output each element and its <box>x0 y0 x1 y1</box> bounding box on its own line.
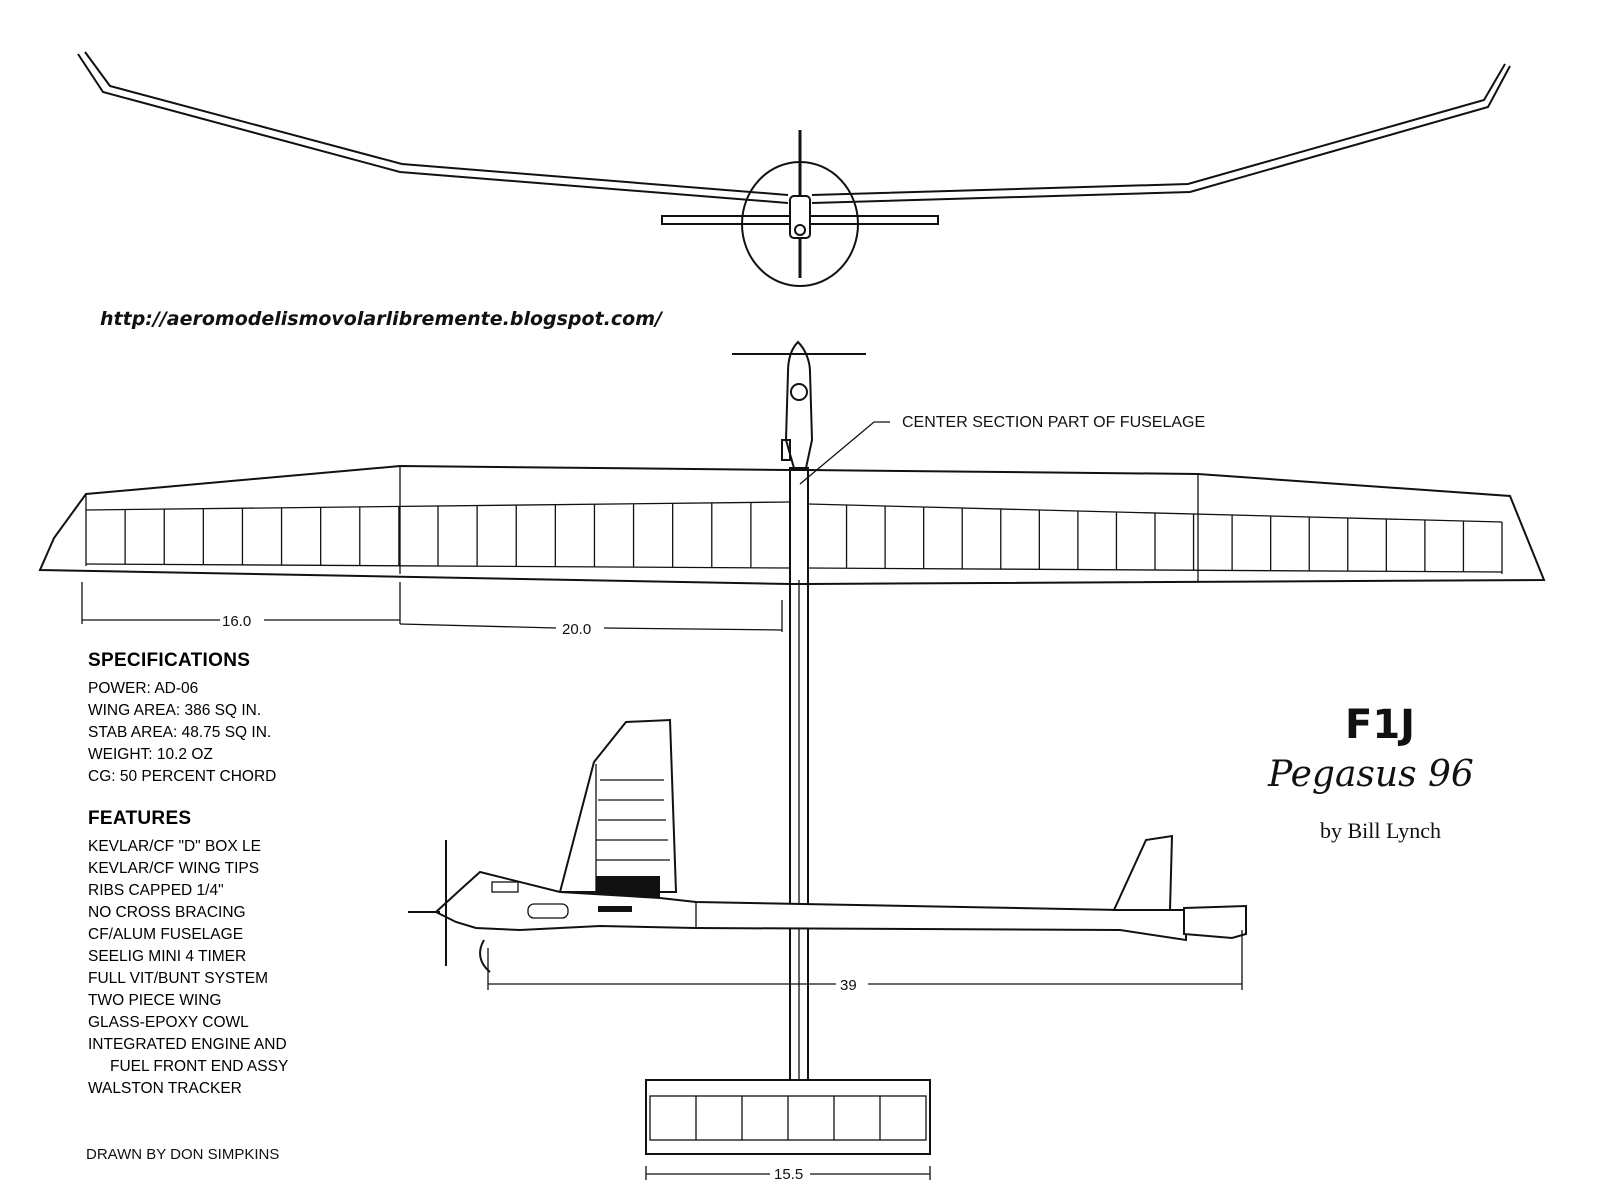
spec-item: POWER: AD-06 <box>88 680 199 697</box>
top-view: 16.0 20.0 15.5 <box>38 340 1546 1183</box>
feature-item: FULL VIT/BUNT SYSTEM <box>88 970 269 987</box>
spec-item: WING AREA: 386 SQ IN. <box>88 702 262 719</box>
wing-ribs-left <box>124 502 752 568</box>
model-author: by Bill Lynch <box>1320 818 1441 843</box>
specifications-block: SPECIFICATIONS POWER: AD-06 WING AREA: 3… <box>88 650 276 788</box>
dim-center-panel: 20.0 <box>562 621 591 638</box>
wing-ribs-right <box>845 505 1465 572</box>
model-class: F1J <box>1345 702 1416 748</box>
top-view-wing <box>38 464 1546 585</box>
front-view <box>77 51 1511 287</box>
feature-item: RIBS CAPPED 1/4" <box>88 882 224 899</box>
dim-inner-panel: 16.0 <box>222 613 251 630</box>
feature-item: CF/ALUM FUSELAGE <box>88 926 244 943</box>
feature-item: INTEGRATED ENGINE AND <box>88 1036 287 1053</box>
center-section-note: CENTER SECTION PART OF FUSELAGE <box>902 414 1206 431</box>
spec-item: WEIGHT: 10.2 OZ <box>88 746 213 763</box>
spec-item: STAB AREA: 48.75 SQ IN. <box>88 724 272 741</box>
feature-item: GLASS-EPOXY COWL <box>88 1014 249 1031</box>
source-url: http://aeromodelismovolarlibremente.blog… <box>100 308 662 330</box>
features-heading: FEATURES <box>88 808 192 829</box>
feature-item: KEVLAR/CF WING TIPS <box>88 860 260 877</box>
feature-item: FUEL FRONT END ASSY <box>110 1058 289 1075</box>
side-view: 39 <box>408 718 1247 994</box>
dim-stab-span: 15.5 <box>774 1166 803 1183</box>
feature-item: NO CROSS BRACING <box>88 904 246 921</box>
features-block: FEATURES KEVLAR/CF "D" BOX LE KEVLAR/CF … <box>88 808 288 1100</box>
feature-item: TWO PIECE WING <box>88 992 222 1009</box>
feature-item: KEVLAR/CF "D" BOX LE <box>88 838 261 855</box>
drawn-by-credit: DRAWN BY DON SIMPKINS <box>86 1146 280 1163</box>
front-view-right-wing <box>811 63 1511 204</box>
dim-fuselage-length: 39 <box>840 977 857 994</box>
spec-item: CG: 50 PERCENT CHORD <box>88 768 277 785</box>
feature-item: WALSTON TRACKER <box>88 1080 242 1097</box>
front-view-left-wing <box>77 51 789 204</box>
wing-dimension: 16.0 20.0 <box>81 582 783 638</box>
specifications-heading: SPECIFICATIONS <box>88 650 251 671</box>
feature-item: SEELIG MINI 4 TIMER <box>88 948 247 965</box>
model-name: Pegasus 96 <box>1268 754 1474 795</box>
side-view-pylon <box>558 718 678 898</box>
top-view-stabilizer: 15.5 <box>645 1079 931 1183</box>
